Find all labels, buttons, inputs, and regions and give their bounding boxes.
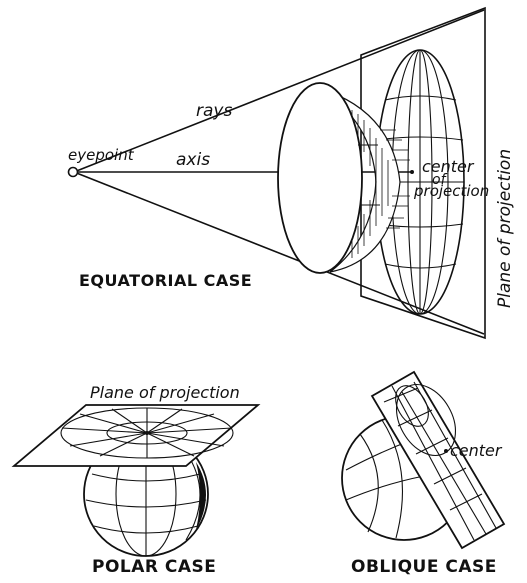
center-of-projection-marker [410,170,414,174]
polar-projected-graticule [60,407,234,459]
axis-label: axis [176,150,210,170]
polar-case-label: POLAR CASE [92,557,216,577]
center-label-line3: projection [413,182,489,200]
equatorial-globe [277,82,363,274]
equatorial-case-figure [67,6,486,340]
center-label-line1: center [422,157,475,176]
equatorial-projection-plane [360,6,486,340]
oblique-projection-plane [370,370,506,550]
polar-projection-plane [11,404,261,467]
ray-upper [73,9,485,173]
center-label-line2: of [432,172,448,188]
oblique-projected-graticule [383,381,497,541]
polar-plane-label: Plane of projection [90,383,240,402]
oblique-center-marker [444,449,448,453]
oblique-center-label: center [450,441,503,460]
equatorial-plane-label: Plane of projection [495,149,515,308]
eyepoint-marker [67,166,79,178]
equatorial-case-label: EQUATORIAL CASE [79,271,252,290]
polar-center-marker [145,431,149,435]
oblique-case-figure [341,370,506,550]
rays-label: rays [196,101,232,121]
eyepoint-label: eyepoint [68,146,135,164]
polar-case-figure [11,404,261,557]
oblique-case-label: OBLIQUE CASE [351,557,497,577]
